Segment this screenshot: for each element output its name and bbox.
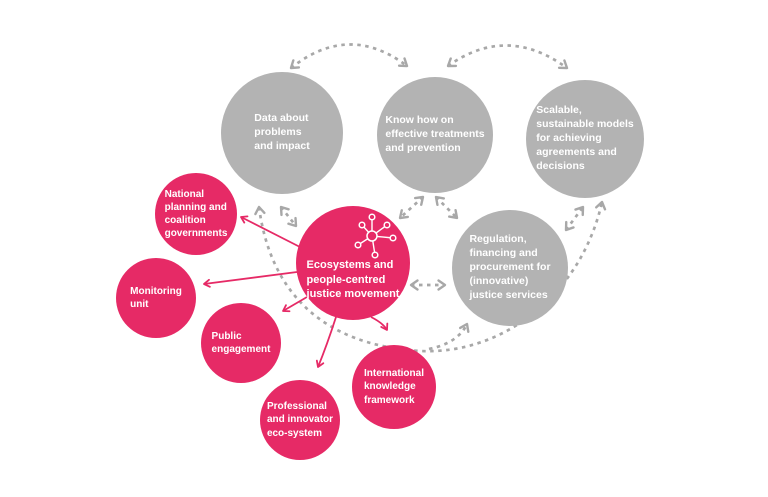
node-international-knowledge-label: International knowledge framework bbox=[363, 368, 424, 406]
arrow-hub-international bbox=[370, 316, 389, 331]
arrow-hub-data-about bbox=[279, 205, 298, 228]
node-hub: Ecosystems and people-centred justice mo… bbox=[296, 206, 410, 320]
arrow-data-about-know-how bbox=[289, 43, 409, 70]
node-public-engagement-label: Public engagement bbox=[211, 330, 271, 355]
node-professional-ecosystem-label: Professional and innovator eco-system bbox=[266, 401, 334, 439]
node-hub-label: Ecosystems and people-centred justice mo… bbox=[306, 259, 400, 301]
node-scalable-label: Scalable, sustainable models for achievi… bbox=[536, 104, 634, 172]
arrow-international-regulation bbox=[428, 322, 470, 351]
node-regulation: Regulation, financing and procurement fo… bbox=[452, 210, 568, 326]
arrow-data-about-scalable-arc bbox=[254, 200, 607, 353]
arrow-hub-know-how bbox=[398, 195, 425, 220]
network-icon bbox=[354, 213, 397, 259]
arrow-regulation-scalable bbox=[564, 205, 585, 232]
arrow-know-how-scalable bbox=[446, 44, 569, 70]
node-data-about-label: Data about problems and impact bbox=[254, 112, 310, 152]
node-public-engagement: Public engagement bbox=[201, 303, 281, 383]
arrow-hub-professional bbox=[315, 316, 337, 368]
node-international-knowledge: International knowledge framework bbox=[352, 345, 436, 429]
arrow-hub-national bbox=[240, 215, 301, 248]
node-data-about: Data about problems and impact bbox=[221, 72, 343, 194]
node-know-how-label: Know how on effective treatments and pre… bbox=[385, 114, 485, 154]
arrow-hub-public bbox=[282, 296, 308, 313]
node-scalable: Scalable, sustainable models for achievi… bbox=[526, 80, 644, 198]
node-monitoring-unit-label: Monitoring unit bbox=[130, 285, 182, 310]
node-know-how: Know how on effective treatments and pre… bbox=[377, 77, 493, 193]
node-professional-ecosystem: Professional and innovator eco-system bbox=[260, 380, 340, 460]
node-monitoring-unit: Monitoring unit bbox=[116, 258, 196, 338]
node-national-planning-label: National planning and coalition governme… bbox=[164, 188, 228, 240]
arrow-know-how-regulation bbox=[434, 195, 459, 220]
arrow-hub-monitoring bbox=[203, 271, 298, 288]
node-national-planning: National planning and coalition governme… bbox=[155, 173, 237, 255]
node-regulation-label: Regulation, financing and procurement fo… bbox=[469, 233, 551, 301]
